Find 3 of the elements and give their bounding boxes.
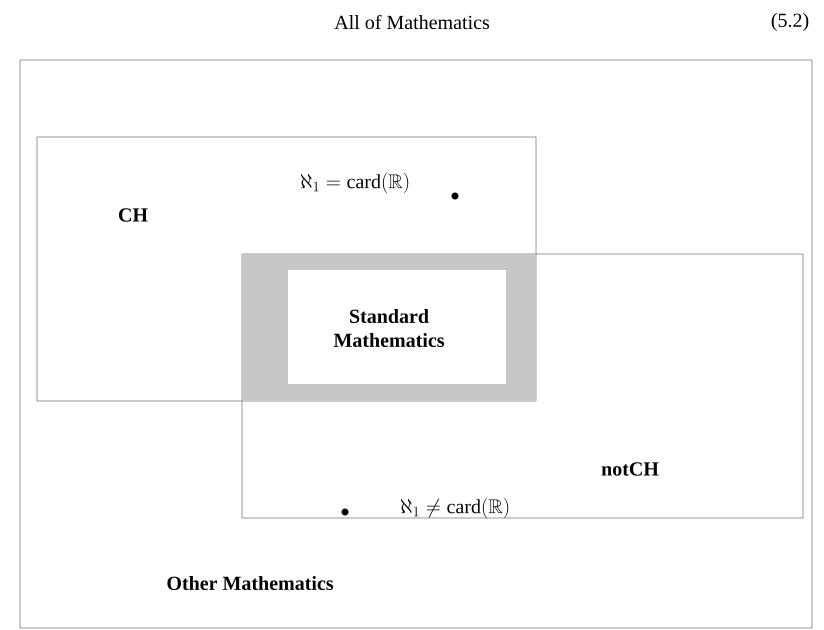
node-label: All of Mathematics [334,14,490,30]
set-box: Standard Mathematics [242,254,536,401]
equation-number: (5.2) [772,12,808,32]
